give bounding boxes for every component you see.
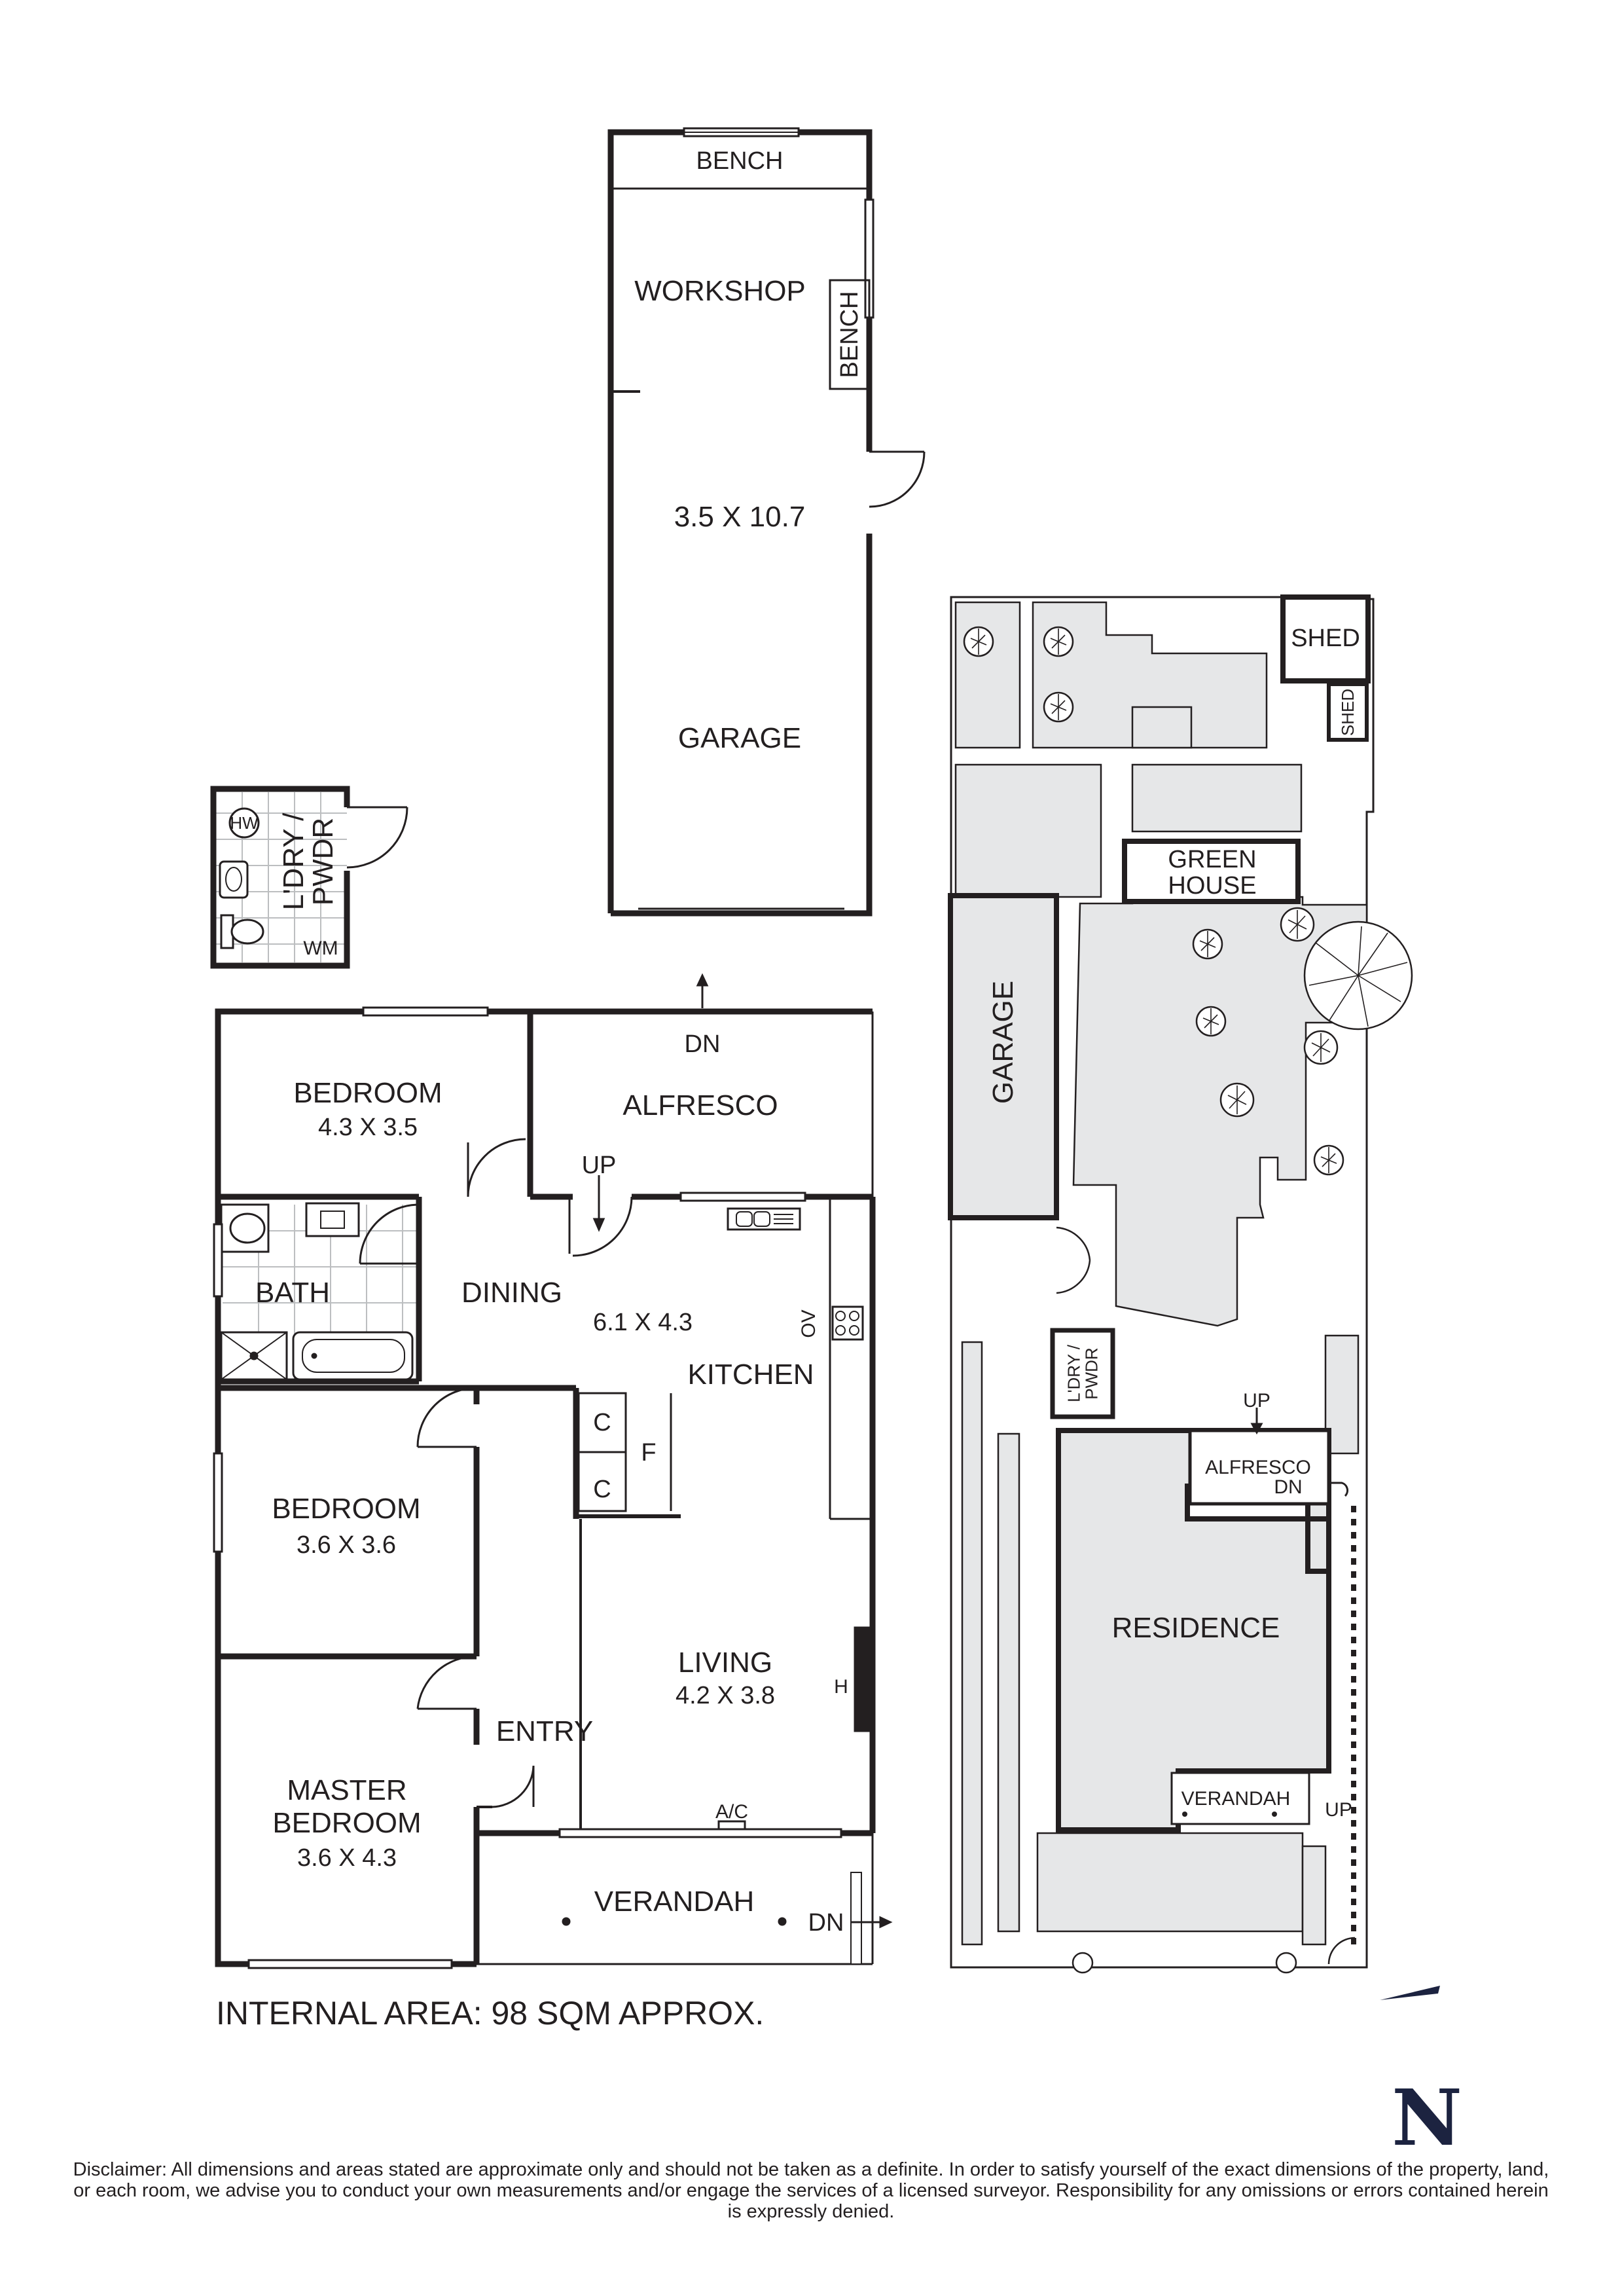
alfresco-dn-label: DN: [684, 1030, 721, 1058]
alfresco-label: ALFRESCO: [622, 1089, 778, 1121]
hw-label: HW: [230, 813, 259, 833]
site-garage-label: GARAGE: [987, 980, 1019, 1104]
workshop-bench-label: BENCH: [696, 147, 784, 175]
bedroom1-size: 4.3 X 3.5: [317, 1114, 418, 1141]
kitchen-label: KITCHEN: [687, 1358, 814, 1391]
site-plan: [948, 594, 1413, 1974]
living-size: 4.2 X 3.8: [675, 1682, 776, 1709]
entry-label: ENTRY: [496, 1715, 594, 1747]
living-label: LIVING: [677, 1647, 773, 1679]
laundry-label: L'DRY / PWDR: [278, 812, 339, 911]
bath-label: BATH: [255, 1277, 331, 1309]
north-arrow-icon: [1380, 1986, 1440, 2000]
workshop-garage-building: [607, 127, 926, 917]
cupboard2-label: C: [593, 1476, 611, 1503]
dining-size: 6.1 X 4.3: [592, 1309, 693, 1336]
disclaimer-text: Disclaimer: All dimensions and areas sta…: [73, 2159, 1549, 2222]
garage-label: GARAGE: [677, 722, 802, 754]
site-small-shed-label: SHED: [1338, 688, 1358, 737]
heater-label: H: [834, 1676, 848, 1698]
main-house: [213, 1006, 876, 1969]
greenhouse-label-1: GREEN: [1168, 846, 1257, 873]
verandah-label: VERANDAH: [594, 1886, 755, 1918]
side-bench-label: BENCH: [836, 291, 863, 378]
bedroom2-label: BEDROOM: [272, 1493, 421, 1525]
alfresco-up-label: UP: [581, 1152, 617, 1179]
wm-label: WM: [303, 938, 338, 959]
fridge-label: F: [641, 1439, 657, 1467]
verandah-dn-label: DN: [808, 1909, 844, 1937]
site-laundry-label: L'DRY / PWDR: [1064, 1345, 1102, 1402]
bedroom1-label: BEDROOM: [293, 1077, 442, 1109]
oven-label: OV: [798, 1309, 820, 1338]
site-up2-label: UP: [1325, 1799, 1352, 1821]
laundry-powder-room: [210, 786, 408, 969]
greenhouse-label-2: HOUSE: [1168, 872, 1257, 900]
workshop-size-label: 3.5 X 10.7: [674, 501, 806, 533]
site-alfresco-label: ALFRESCO: [1205, 1457, 1311, 1478]
internal-area-text: INTERNAL AREA: 98 SQM APPROX.: [216, 1995, 765, 2032]
ac-label: A/C: [715, 1801, 749, 1823]
bedroom2-size: 3.6 X 3.6: [296, 1531, 397, 1559]
site-shed-label: SHED: [1291, 625, 1360, 652]
master-size: 3.6 X 4.3: [297, 1844, 397, 1872]
site-up-label: UP: [1243, 1390, 1271, 1412]
stair-arrows: [592, 973, 893, 1929]
north-label: N: [1392, 2072, 1462, 2163]
site-verandah-label: VERANDAH: [1181, 1788, 1291, 1810]
site-dn-label: DN: [1274, 1476, 1303, 1498]
dining-label: DINING: [461, 1277, 562, 1309]
master-label-1: MASTER: [287, 1774, 407, 1806]
residence-label: RESIDENCE: [1111, 1612, 1280, 1644]
cupboard1-label: C: [593, 1409, 611, 1436]
master-label-2: BEDROOM: [272, 1807, 422, 1839]
workshop-label: WORKSHOP: [634, 275, 806, 307]
